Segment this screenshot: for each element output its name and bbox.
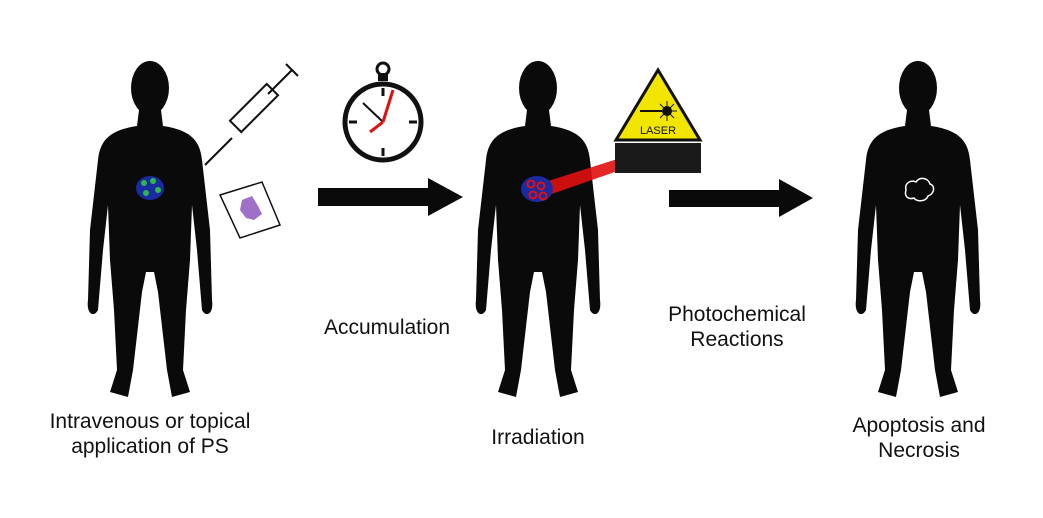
laser-warning-icon — [613, 67, 703, 142]
person-silhouette-3 — [855, 61, 981, 397]
photochemical-label-line-1: Photochemical — [668, 303, 806, 326]
tumor-with-ps-icon — [136, 176, 164, 200]
person-silhouette-1 — [87, 61, 213, 397]
topical-patch-icon — [218, 181, 282, 239]
step-2-label: Irradiation — [491, 426, 584, 449]
step-3-label-line-2: Necrosis — [878, 439, 960, 462]
photochemical-label-line-2: Reactions — [690, 328, 783, 351]
step-1-label-line-2: application of PS — [71, 435, 229, 458]
arrow-photochemical — [669, 179, 813, 217]
laser-device: LASER — [613, 67, 703, 173]
syringe-icon — [204, 63, 299, 166]
step-3-label-line-1: Apoptosis and — [852, 414, 985, 437]
accumulation-label: Accumulation — [324, 316, 450, 339]
laser-beam — [545, 155, 632, 196]
necrotic-tumor-outline-icon — [904, 177, 935, 202]
tumor-irradiated-icon — [521, 176, 553, 202]
stopwatch-icon — [342, 61, 424, 163]
person-silhouette-2 — [475, 61, 601, 397]
laser-sign-text: LASER — [640, 125, 676, 137]
arrow-accumulation — [318, 178, 463, 216]
step-1-label-line-1: Intravenous or topical — [50, 410, 251, 433]
